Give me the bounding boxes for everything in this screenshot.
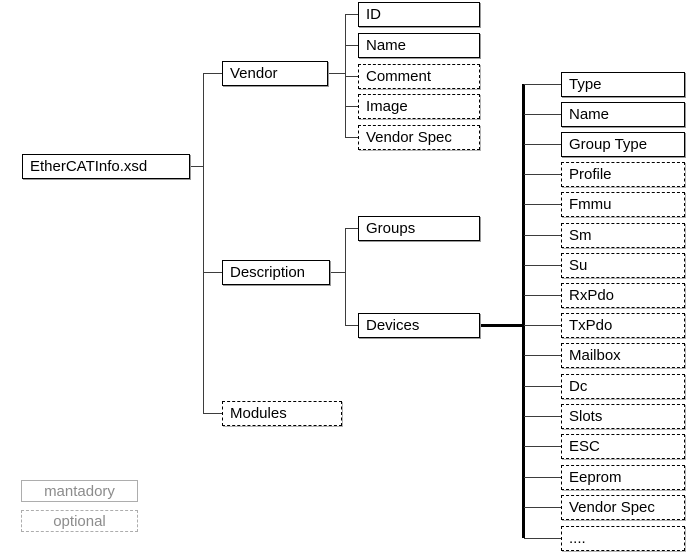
connector-devices-child-11 [524,416,561,417]
node-label: Vendor Spec [366,129,452,146]
connector-devices-child-6 [524,265,561,266]
node-modules[interactable]: Modules [222,401,342,426]
node-label: Dc [569,378,588,395]
connector-vendor-child-2 [345,76,358,77]
node-label: Profile [569,166,612,183]
connector-to-description [203,272,222,273]
connector-vendor-child-1 [345,45,358,46]
node-vendor-id[interactable]: ID [358,2,480,27]
node-device-name[interactable]: Name [561,102,685,127]
node-devices[interactable]: Devices [358,313,480,338]
node-vendor-vendor-spec[interactable]: Vendor Spec [358,125,480,150]
connector-devices-child-1 [524,114,561,115]
connector-devices-child-13 [524,477,561,478]
node-device-group-type[interactable]: Group Type [561,132,685,157]
legend-label: mantadory [44,482,115,500]
node-device-mailbox[interactable]: Mailbox [561,343,685,368]
connector-description-stub [330,272,345,273]
node-device-vendor-spec[interactable]: Vendor Spec [561,495,685,520]
node-label: Sm [569,227,592,244]
node-label: Modules [230,405,287,422]
node-label: Eeprom [569,469,622,486]
node-label: Groups [366,220,416,237]
node-label: Name [366,37,407,54]
connector-level1-trunk [203,73,204,414]
node-label: Description [230,264,306,281]
connector-devices-child-4 [524,204,561,205]
node-description[interactable]: Description [222,260,330,285]
legend-mandatory: mantadory [21,480,138,502]
node-vendor[interactable]: Vendor [222,61,328,86]
connector-devices-child-0 [524,84,561,85]
connector-devices-child-12 [524,446,561,447]
node-device-rxpdo[interactable]: RxPdo [561,283,685,308]
node-vendor-name[interactable]: Name [358,33,480,58]
node-label: RxPdo [569,287,615,304]
node-device-profile[interactable]: Profile [561,162,685,187]
connector-devices-trunk [522,84,525,538]
node-device-sm[interactable]: Sm [561,223,685,248]
node-device-fmmu[interactable]: Fmmu [561,192,685,217]
connector-devices-child-3 [524,174,561,175]
node-label: TxPdo [569,317,613,334]
connector-vendor-child-4 [345,137,358,138]
connector-vendor-child-0 [345,14,358,15]
node-device-txpdo[interactable]: TxPdo [561,313,685,338]
node-groups[interactable]: Groups [358,216,480,241]
legend-label: optional [53,512,106,530]
node-label: Mailbox [569,347,621,364]
node-label: Group Type [569,136,648,153]
node-label: Type [569,76,602,93]
node-device-su[interactable]: Su [561,253,685,278]
node-label: Comment [366,68,432,85]
connector-vendor-stub [328,73,345,74]
connector-to-modules [203,413,222,414]
connector-devices-stub [480,324,525,327]
node-device-eeprom[interactable]: Eeprom [561,465,685,490]
connector-vendor-child-3 [345,106,358,107]
node-label: Fmmu [569,196,612,213]
connector-devices-child-2 [524,144,561,145]
node-label: Name [569,106,610,123]
node-label: Vendor Spec [569,499,655,516]
connector-description-child-1 [345,325,358,326]
connector-devices-child-9 [524,355,561,356]
connector-devices-child-5 [524,235,561,236]
node-vendor-image[interactable]: Image [358,94,480,119]
node-label: Slots [569,408,603,425]
node-label: Vendor [230,65,278,82]
connector-description-trunk [345,228,346,326]
node-ethercatinfo-xsd[interactable]: EtherCATInfo.xsd [22,154,190,179]
node-vendor-comment[interactable]: Comment [358,64,480,89]
connector-devices-child-7 [524,295,561,296]
connector-description-child-0 [345,228,358,229]
node-device-dc[interactable]: Dc [561,374,685,399]
node-label: Su [569,257,588,274]
node-device-esc[interactable]: ESC [561,434,685,459]
connector-devices-child-14 [524,507,561,508]
connector-root-stub [190,166,204,167]
connector-vendor-trunk [345,14,346,137]
node-label: .... [569,530,586,547]
node-label: Image [366,98,408,115]
node-label: ESC [569,438,600,455]
node-device-slots[interactable]: Slots [561,404,685,429]
connector-devices-child-10 [524,386,561,387]
node-label: ID [366,6,381,23]
connector-to-vendor [203,73,222,74]
connector-devices-child-8 [524,325,561,326]
legend-optional: optional [21,510,138,532]
node-label: EtherCATInfo.xsd [30,158,148,175]
node-device-more[interactable]: .... [561,526,685,551]
connector-devices-child-15 [524,538,561,539]
node-device-type[interactable]: Type [561,72,685,97]
node-label: Devices [366,317,420,334]
